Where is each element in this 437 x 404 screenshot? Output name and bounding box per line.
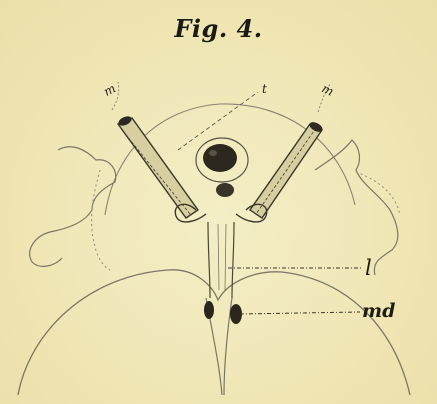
canal-inner: [218, 224, 226, 290]
left-wing-inner: [92, 170, 110, 270]
left-wing-membrane: [30, 147, 116, 267]
leader-t: [178, 92, 258, 150]
lower-body-outline: [18, 270, 410, 395]
right-wing-outer: [356, 172, 400, 215]
right-wing-membrane: [315, 140, 398, 275]
label-t: t: [262, 82, 267, 96]
central-organ: [196, 138, 248, 197]
label-l: l: [365, 256, 372, 280]
left-appendage: [112, 82, 198, 218]
label-md: md: [362, 300, 395, 322]
md-body-left: [204, 301, 214, 319]
leader-md: [240, 312, 360, 314]
right-appendage: [250, 84, 330, 218]
